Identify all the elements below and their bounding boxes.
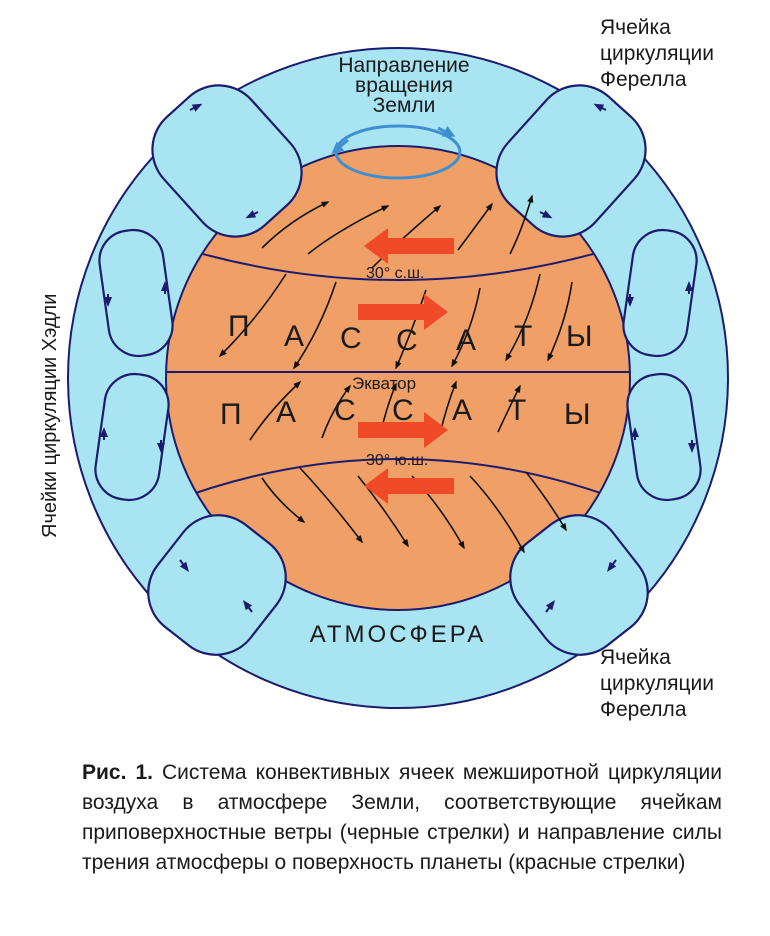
trade-winds-letter: А	[452, 394, 472, 427]
svg-text:циркуляции: циркуляции	[600, 672, 714, 695]
svg-text:Ферелла: Ферелла	[600, 698, 687, 721]
trade-winds-letter: С	[396, 324, 418, 357]
trade-winds-letter: А	[276, 396, 296, 429]
atmospheric-circulation-diagram: 30° с.ш. Экватор 30° ю.ш. П А С С А Т Ы …	[0, 0, 770, 750]
label-hadley-cells: Ячейки циркуляции Хэдли	[39, 294, 61, 538]
svg-text:Земли: Земли	[373, 94, 436, 117]
svg-text:Ячейка: Ячейка	[600, 16, 671, 39]
label-ferrel-cell-bottom: Ячейка циркуляции Ферелла	[600, 646, 714, 721]
svg-text:циркуляции: циркуляции	[600, 42, 714, 65]
trade-winds-letter: Ы	[566, 320, 593, 353]
figure-caption: Рис. 1. Система конвективных ячеек межши…	[82, 758, 722, 878]
caption-prefix: Рис. 1.	[82, 761, 153, 784]
trade-winds-letter: Ы	[564, 398, 591, 431]
trade-winds-letter: Т	[508, 394, 526, 427]
caption-text: Система конвективных ячеек межширотной ц…	[82, 761, 722, 874]
svg-text:Ферелла: Ферелла	[600, 68, 687, 91]
label-ferrel-cell-top: Ячейка циркуляции Ферелла	[600, 16, 714, 91]
trade-winds-letter: С	[340, 322, 362, 355]
trade-winds-letter: С	[392, 394, 414, 427]
label-equator: Экватор	[352, 374, 416, 393]
trade-winds-letter: П	[228, 310, 250, 343]
label-30-north: 30° с.ш.	[366, 265, 424, 282]
label-atmosphere: АТМОСФЕРА	[310, 621, 486, 648]
svg-text:Ячейка: Ячейка	[600, 646, 671, 669]
trade-winds-letter: А	[456, 324, 476, 357]
trade-winds-letter: А	[284, 320, 304, 353]
trade-winds-letter: С	[334, 394, 356, 427]
label-30-south: 30° ю.ш.	[366, 452, 428, 469]
trade-winds-letter: Т	[514, 320, 532, 353]
trade-winds-letter: П	[220, 398, 242, 431]
